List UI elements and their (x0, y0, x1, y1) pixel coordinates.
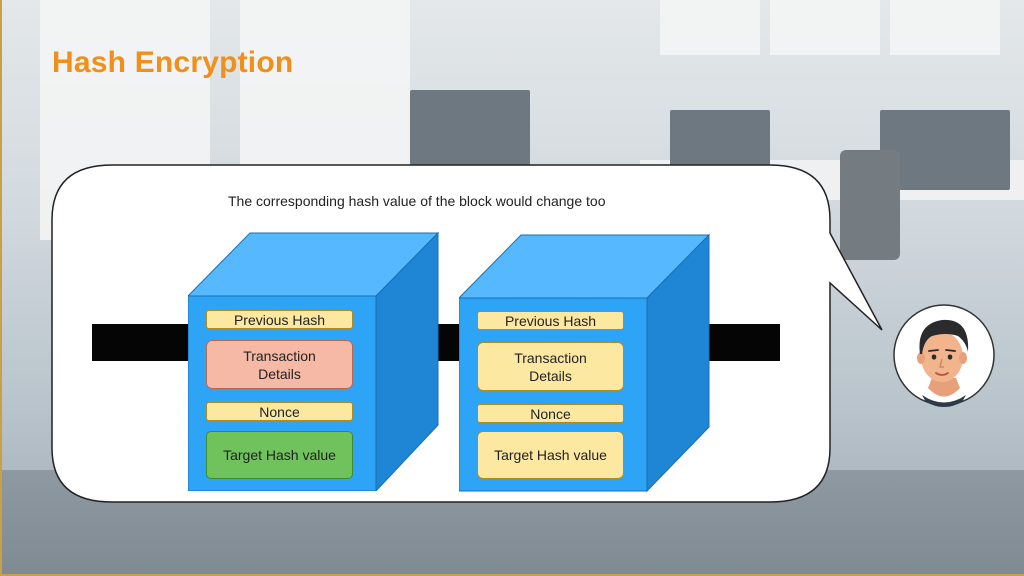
block-2-target-hash: Target Hash value (477, 431, 624, 479)
block-1-previous-hash: Previous Hash (206, 310, 353, 329)
block-2-previous-hash: Previous Hash (477, 311, 624, 330)
block-2-transaction-details: Transaction Details (477, 342, 624, 391)
man-avatar-icon (893, 304, 995, 407)
block-1-target-hash: Target Hash value (206, 431, 353, 479)
block-1: Previous Hash Transaction Details Nonce … (188, 229, 448, 491)
caption-text: The corresponding hash value of the bloc… (228, 193, 606, 209)
block-1-nonce: Nonce (206, 402, 353, 421)
slide-title: Hash Encryption (52, 46, 294, 79)
block-2-nonce: Nonce (477, 404, 624, 423)
chain-link-left (92, 324, 190, 361)
block-1-transaction-details: Transaction Details (206, 340, 353, 389)
block-2: Previous Hash Transaction Details Nonce … (459, 231, 719, 493)
chain-link-right (706, 324, 780, 361)
